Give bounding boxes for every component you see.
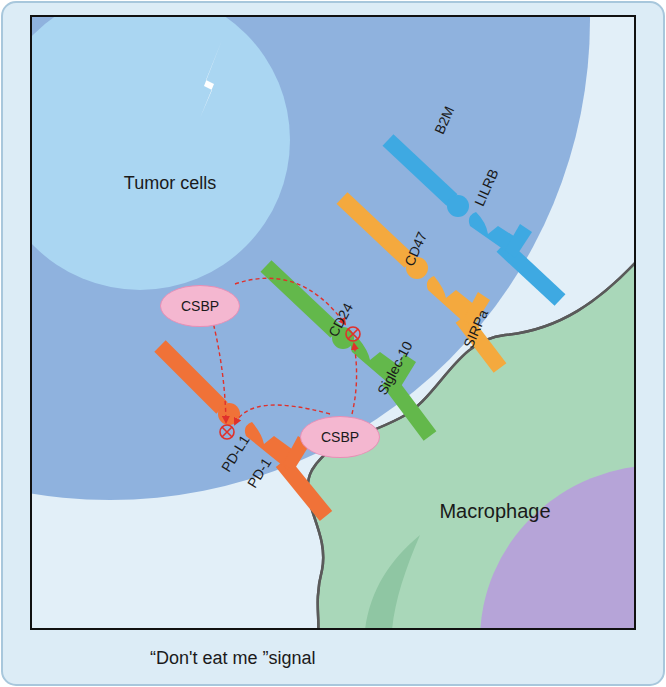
node-label: Macrophage bbox=[439, 500, 550, 523]
protein-ellipse: CSBP bbox=[160, 285, 240, 327]
cell-region: Macrophage bbox=[420, 495, 570, 527]
caption: “Don't eat me ”signal bbox=[150, 648, 316, 669]
protein-ellipse: CSBP bbox=[300, 416, 380, 458]
node-label: CSBP bbox=[181, 298, 219, 314]
node-label: CSBP bbox=[321, 429, 359, 445]
node-label: Tumor cells bbox=[124, 173, 216, 194]
cell-region: Tumor cells bbox=[100, 168, 240, 198]
